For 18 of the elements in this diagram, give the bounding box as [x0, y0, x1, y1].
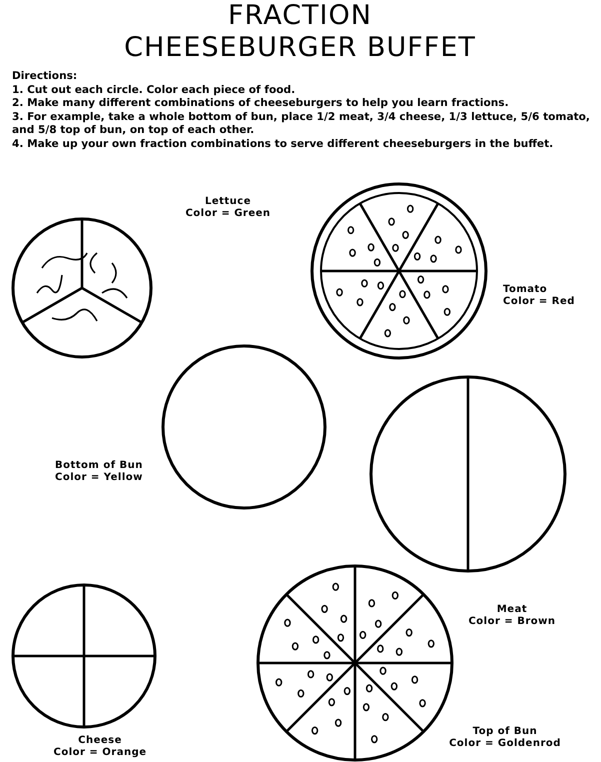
- color-label: Color = Green: [184, 208, 272, 220]
- color-label: Color = Brown: [467, 616, 557, 628]
- color-label: Color = Red: [503, 296, 575, 308]
- food-label: Meat: [496, 604, 528, 616]
- food-label: Bottom of Bun: [55, 460, 143, 472]
- direction-step: 3. For example, take a whole bottom of bun, place 1/2 meat, 3/4 cheese, 1/3 lettuce, 5/6 tomato, and 5/8 top of bun, on top of each other.: [12, 110, 597, 138]
- food-label: Cheese: [77, 735, 123, 747]
- direction-step: 2. Make many different combinations of cheeseburgers to help you learn fractions.: [12, 97, 597, 110]
- color-label: Color = Goldenrod: [448, 738, 562, 750]
- color-label: Color = Yellow: [55, 472, 143, 484]
- direction-step: 4. Make up your own fraction combinations to serve different cheeseburgers in the buffet.: [12, 138, 597, 151]
- directions-heading: Directions:: [12, 70, 78, 84]
- food-label: Top of Bun: [472, 726, 538, 738]
- food-label: Lettuce: [204, 196, 252, 208]
- direction-step: 1. Cut out each circle. Color each piece of food.: [12, 84, 597, 97]
- page-title: FRACTION CHEESEBURGER BUFFET: [123, 0, 477, 64]
- food-label: Tomato: [503, 284, 548, 296]
- color-label: Color = Orange: [52, 747, 148, 759]
